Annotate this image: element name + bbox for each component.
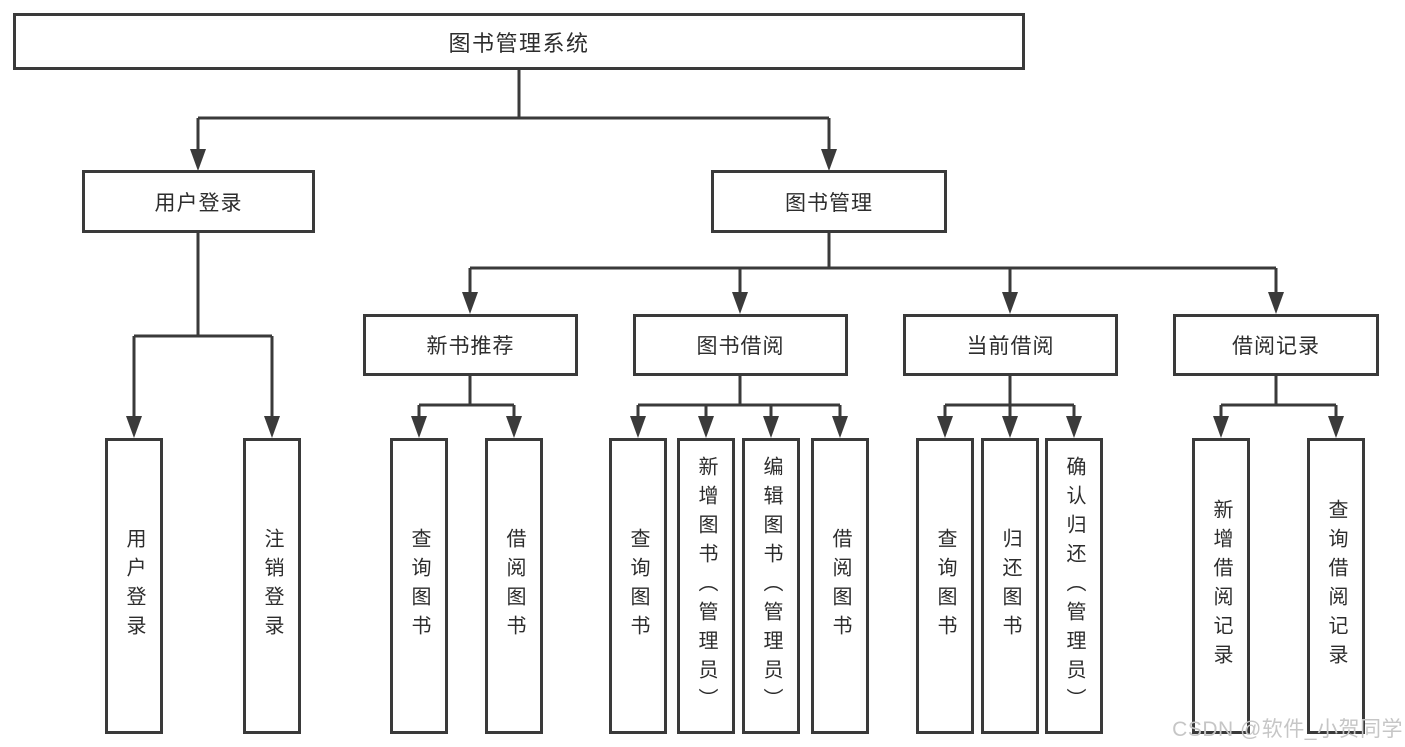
leaf-query-books-current: 查询图书 xyxy=(916,438,974,734)
leaf-add-borrow-record: 新增借阅记录 xyxy=(1192,438,1250,734)
node-new-book-recommendation: 新书推荐 xyxy=(363,314,578,376)
watermark: CSDN @软件_小贺同学 xyxy=(1172,718,1403,741)
node-label: 图书管理 xyxy=(785,191,873,215)
leaf-query-books-borrow: 查询图书 xyxy=(609,438,667,734)
leaf-query-books-recommend: 查询图书 xyxy=(390,438,448,734)
node-label: 确认归还（管理员） xyxy=(1063,455,1085,717)
node-label: 编辑图书（管理员） xyxy=(760,455,782,717)
node-label: 当前借阅 xyxy=(966,335,1055,358)
node-borrowing-records: 借阅记录 xyxy=(1173,314,1379,376)
node-label: 查询图书 xyxy=(627,528,649,644)
node-label: 新增借阅记录 xyxy=(1210,499,1232,673)
node-label: 图书借阅 xyxy=(696,335,785,358)
node-book-management: 图书管理 xyxy=(711,170,947,233)
node-label: 借阅图书 xyxy=(503,528,525,644)
node-label: 新增图书（管理员） xyxy=(695,455,717,717)
node-label: 借阅图书 xyxy=(829,528,851,644)
node-label: 图书管理系统 xyxy=(448,30,590,56)
node-label: 借阅记录 xyxy=(1232,335,1320,358)
node-label: 查询借阅记录 xyxy=(1325,499,1347,673)
node-label: 新书推荐 xyxy=(426,335,515,358)
leaf-add-book-admin: 新增图书（管理员） xyxy=(677,438,735,734)
node-label: 查询图书 xyxy=(934,528,956,644)
node-current-borrowing: 当前借阅 xyxy=(903,314,1118,376)
leaf-query-borrow-record: 查询借阅记录 xyxy=(1307,438,1365,734)
leaf-user-login: 用户登录 xyxy=(105,438,163,734)
leaf-borrow-books-recommend: 借阅图书 xyxy=(485,438,543,734)
node-library-system: 图书管理系统 xyxy=(13,13,1025,70)
leaf-borrow-books: 借阅图书 xyxy=(811,438,869,734)
node-label: 注销登录 xyxy=(261,528,283,644)
connector-paths xyxy=(132,70,1338,418)
leaf-edit-book-admin: 编辑图书（管理员） xyxy=(742,438,800,734)
node-user-login: 用户登录 xyxy=(82,170,315,233)
node-label: 查询图书 xyxy=(408,528,430,644)
node-label: 归还图书 xyxy=(999,528,1021,644)
arrowheads xyxy=(126,149,1344,438)
node-book-borrowing: 图书借阅 xyxy=(633,314,848,376)
node-label: 用户登录 xyxy=(123,528,145,644)
leaf-return-book: 归还图书 xyxy=(981,438,1039,734)
leaf-confirm-return-admin: 确认归还（管理员） xyxy=(1045,438,1103,734)
leaf-logout: 注销登录 xyxy=(243,438,301,734)
node-label: 用户登录 xyxy=(154,191,243,215)
